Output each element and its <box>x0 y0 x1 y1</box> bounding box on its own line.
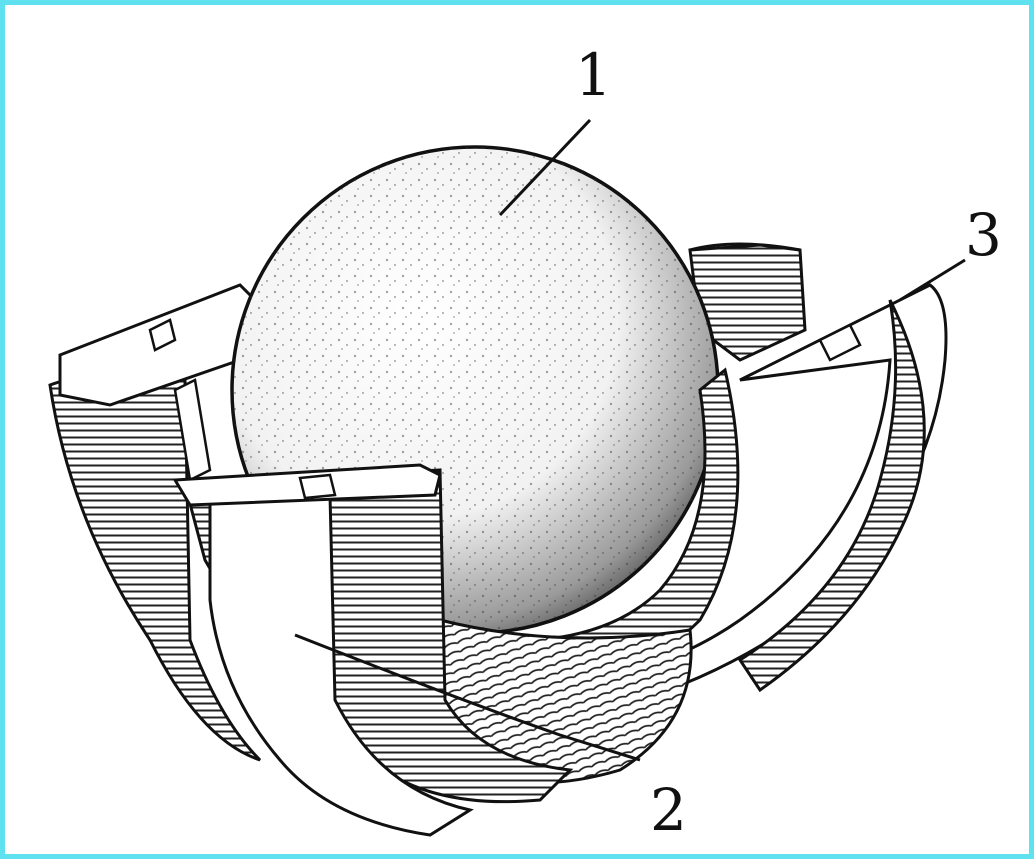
label-2: 2 <box>650 776 687 844</box>
label-1: 1 <box>575 41 612 109</box>
label-3: 3 <box>965 201 1002 269</box>
